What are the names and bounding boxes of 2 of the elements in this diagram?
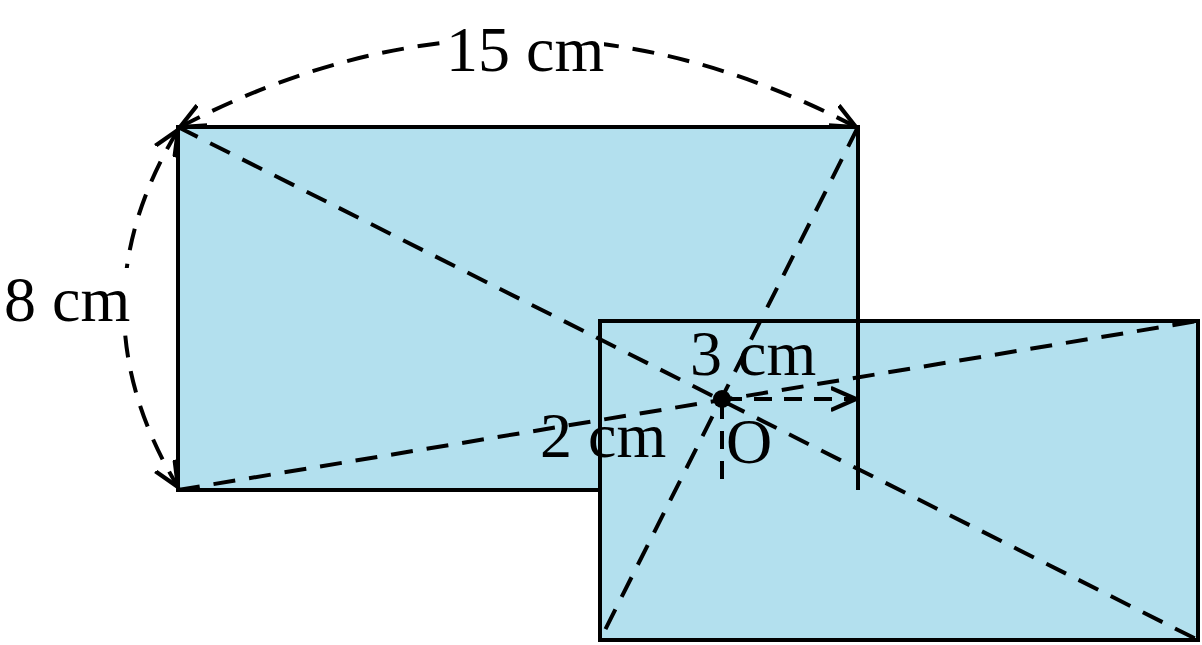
dimension-label: 3 cm [690,322,817,386]
point-label: O [726,410,773,474]
